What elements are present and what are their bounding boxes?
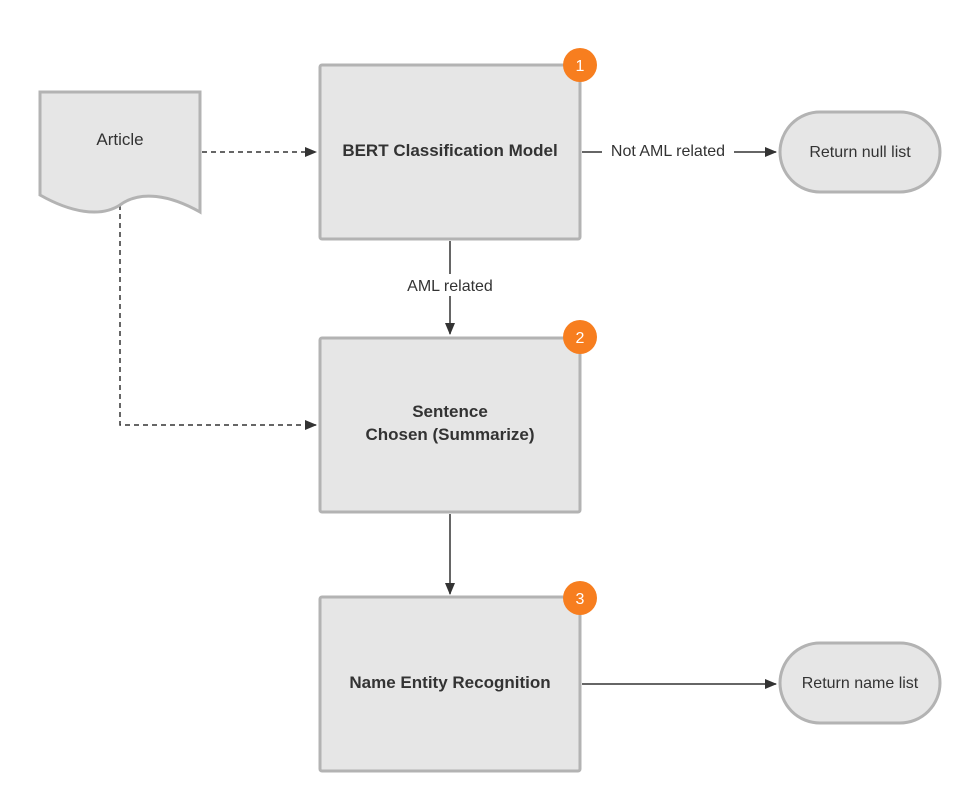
badge-2-number: 2 — [576, 330, 585, 347]
badge-1-circle — [563, 48, 597, 82]
badge-1-number: 1 — [576, 58, 585, 75]
return-null-node: Return null list — [778, 110, 942, 194]
edge-label-not-aml-bg — [602, 140, 734, 162]
badge-3: 3 — [563, 581, 597, 615]
sentence-label-line2: Chosen (Summarize) — [365, 425, 534, 444]
edge-label-aml: AML related — [407, 278, 493, 295]
bert-box — [318, 63, 582, 241]
return-null-shape — [778, 110, 942, 194]
return-null-label: Return null list — [809, 144, 911, 161]
badge-2-circle — [563, 320, 597, 354]
bert-label: BERT Classification Model — [342, 141, 557, 160]
return-name-label: Return name list — [802, 675, 919, 692]
badge-2: 2 — [563, 320, 597, 354]
edge-label-not-aml: Not AML related — [611, 143, 725, 160]
ner-label: Name Entity Recognition — [349, 673, 550, 692]
bert-node: BERT Classification Model — [318, 63, 582, 241]
article-label: Article — [96, 130, 143, 149]
sentence-node: Sentence Chosen (Summarize) — [318, 336, 582, 514]
edge-article-to-sentence — [119, 205, 317, 430]
edge-label-aml-bg — [398, 274, 502, 296]
ner-box — [318, 595, 582, 773]
document-shape — [38, 90, 202, 215]
sentence-label-line1: Sentence — [412, 402, 488, 421]
return-name-shape — [778, 641, 942, 725]
ner-node: Name Entity Recognition — [318, 595, 582, 773]
badge-3-number: 3 — [576, 591, 585, 608]
badge-3-circle — [563, 581, 597, 615]
return-name-node: Return name list — [778, 641, 942, 725]
badge-1: 1 — [563, 48, 597, 82]
article-node: Article — [38, 90, 202, 215]
sentence-box — [318, 336, 582, 514]
